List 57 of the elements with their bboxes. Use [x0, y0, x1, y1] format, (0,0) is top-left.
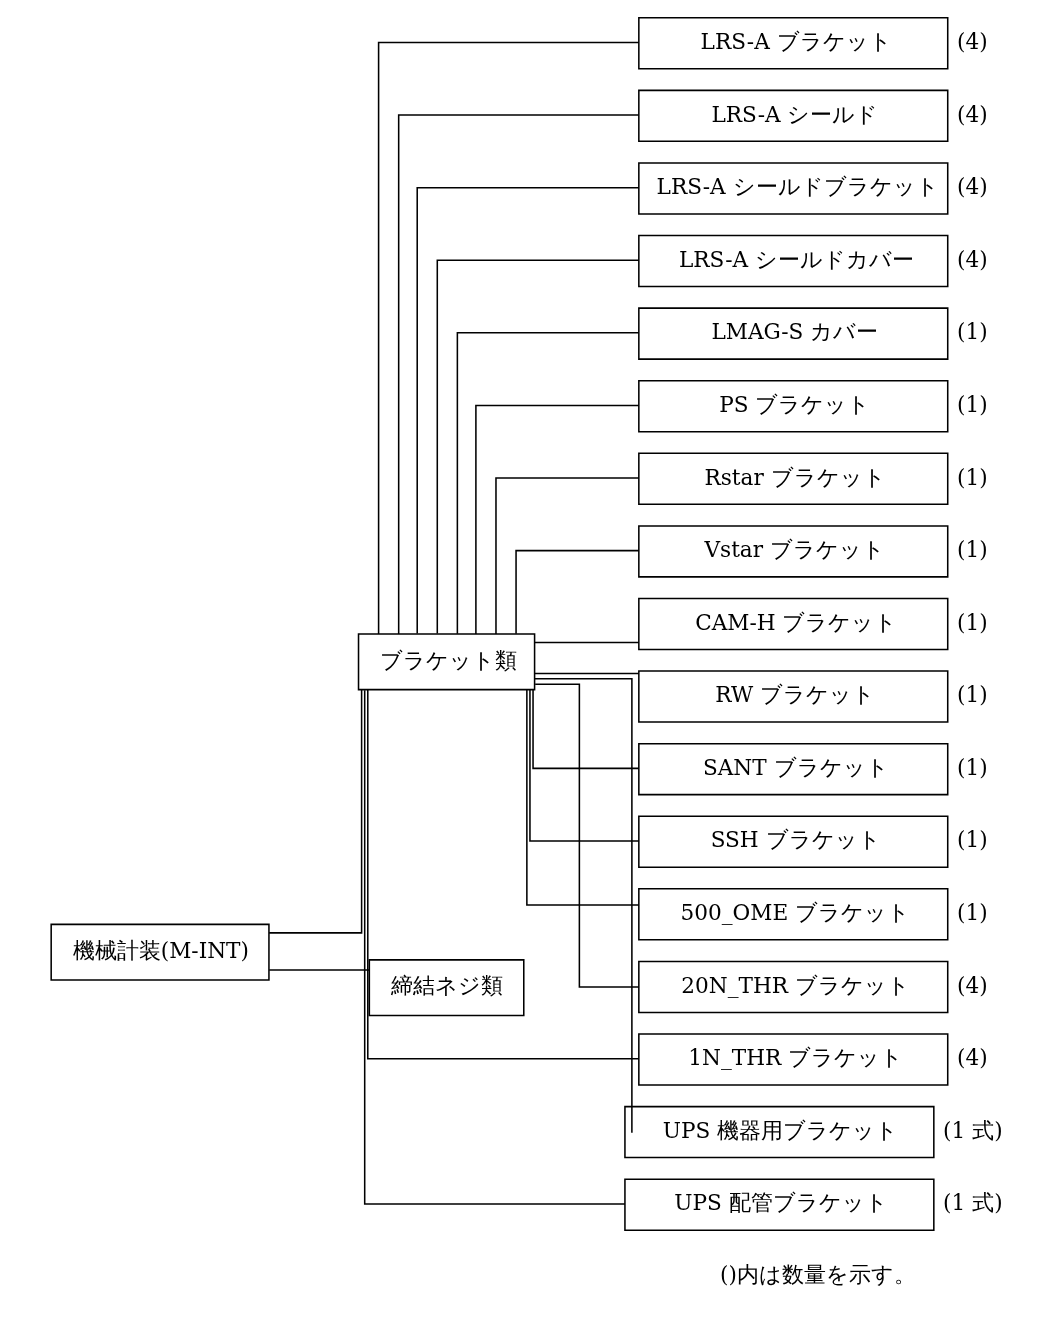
connector — [363, 689, 626, 1205]
node-box: CAM-H ブラケット — [637, 597, 948, 651]
connector — [436, 259, 640, 635]
connector — [474, 404, 640, 635]
node-label: (1) — [956, 537, 988, 563]
node-box: 締結ネジ類 — [368, 959, 525, 1017]
node-label: (1 式) — [942, 1190, 1003, 1216]
node-box: LRS-A ブラケット — [637, 17, 948, 70]
node-label: (1) — [956, 682, 988, 708]
node-box: Rstar ブラケット — [637, 452, 948, 506]
connector — [267, 689, 362, 934]
connector — [528, 689, 640, 842]
connector — [531, 689, 640, 770]
connector — [494, 477, 640, 635]
node-label: (1 式) — [942, 1117, 1003, 1143]
node-label: (1) — [956, 319, 988, 345]
node-label: (4) — [956, 101, 988, 127]
node-box: ブラケット類 — [357, 633, 535, 691]
connector — [366, 688, 640, 1060]
connector — [533, 683, 640, 988]
node-label: (4) — [956, 246, 988, 272]
node-label: (1) — [956, 827, 988, 853]
node-box: 機械計装(M-INT) — [49, 923, 270, 981]
node-label: (1) — [956, 391, 988, 417]
node-box: 20N_THR ブラケット — [637, 960, 948, 1014]
connector — [415, 186, 640, 635]
node-box: 1N_THR ブラケット — [637, 1033, 948, 1086]
node-box: UPS 配管ブラケット — [623, 1178, 935, 1231]
node-label: (1) — [956, 609, 988, 635]
node-box: Vstar ブラケット — [637, 525, 948, 578]
node-box: LRS-A シールドカバー — [637, 234, 948, 288]
node-label: (1) — [956, 754, 988, 780]
connector — [397, 114, 640, 635]
node-label: (4) — [956, 972, 988, 998]
connector — [377, 41, 640, 635]
connector — [514, 549, 640, 635]
node-box: 500_OME ブラケット — [637, 888, 948, 941]
node-box: SSH ブラケット — [637, 815, 948, 868]
node-label: (1) — [956, 464, 988, 490]
node-label: (1) — [956, 900, 988, 926]
node-box: UPS 機器用ブラケット — [623, 1105, 935, 1159]
connector — [456, 332, 640, 635]
connector — [533, 672, 640, 675]
connector — [267, 969, 370, 971]
node-box: PS ブラケット — [637, 379, 948, 433]
connector — [533, 641, 640, 644]
label: ()内は数量を示す。 — [719, 1262, 916, 1288]
node-box: LRS-A シールド — [637, 89, 948, 143]
node-label: (4) — [956, 174, 988, 200]
node-box: RW ブラケット — [637, 670, 948, 723]
node-label: (4) — [956, 1045, 988, 1071]
node-box: SANT ブラケット — [637, 742, 948, 796]
node-label: (4) — [956, 28, 988, 54]
node-box: LMAG-S カバー — [637, 307, 948, 360]
connector — [525, 688, 640, 906]
connector — [533, 678, 633, 1134]
node-box: LRS-A シールドブラケット — [637, 162, 948, 215]
